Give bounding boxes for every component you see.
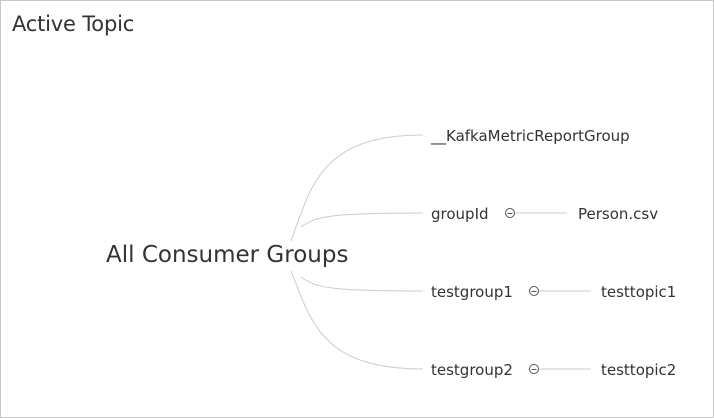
tree-link-root-group-3: [290, 270, 424, 370]
tree-node-testtopic1[interactable]: testtopic1: [601, 283, 676, 301]
tree-root-label[interactable]: All Consumer Groups: [106, 242, 348, 268]
collapse-toggle-icon[interactable]: [529, 364, 539, 374]
tree-link-root-group-2: [300, 276, 424, 292]
collapse-toggle-icon[interactable]: [505, 208, 515, 218]
tree-node-groupid[interactable]: groupId: [431, 205, 489, 223]
collapse-toggle-icon[interactable]: [529, 286, 539, 296]
tree-node-testgroup1[interactable]: testgroup1: [431, 283, 513, 301]
tree-node-testtopic2[interactable]: testtopic2: [601, 361, 676, 379]
tree-node-person-csv[interactable]: Person.csv: [578, 205, 658, 223]
tree-link-root-group-1: [300, 212, 424, 228]
tree-node-testgroup2[interactable]: testgroup2: [431, 361, 513, 379]
panel-title: Active Topic: [12, 12, 135, 36]
tree-link-root-group-0: [290, 134, 424, 242]
tree-node-kafka-metric-report-group[interactable]: __KafkaMetricReportGroup: [430, 127, 630, 146]
